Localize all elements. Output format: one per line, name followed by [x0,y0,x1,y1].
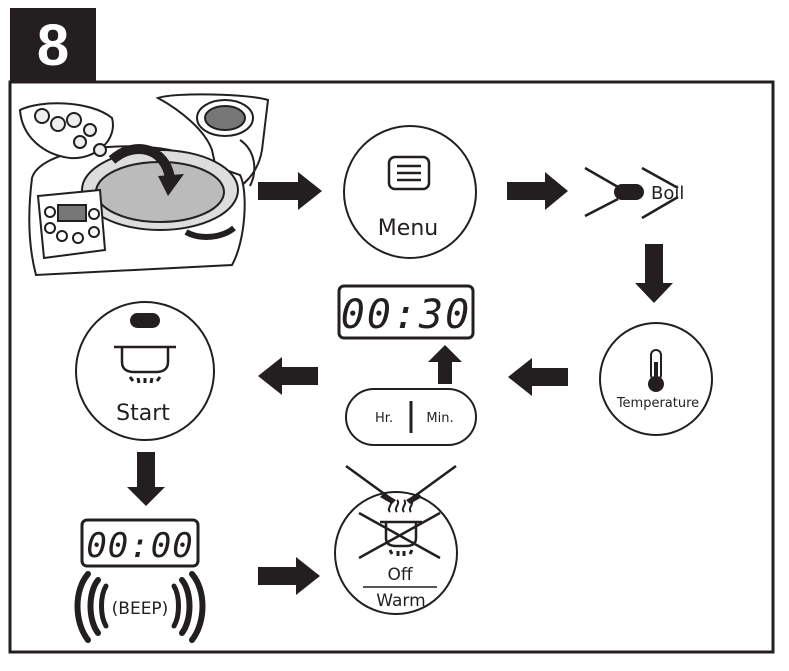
arrow-right-icon [258,172,322,210]
temperature-label: Temperature [616,396,699,411]
start-light-icon [130,313,160,328]
thermometer-icon [648,349,664,392]
timer-display-value: 00:30 [341,292,471,338]
arrow-up-icon [428,345,462,384]
off-warm-button: Off Warm [334,464,458,615]
arrow-left-icon [258,357,318,395]
start-label: Start [116,401,170,426]
arrow-right-icon [258,557,320,595]
warm-label: Warm [376,591,425,611]
minute-button-label: Min. [426,411,453,426]
hour-button-label: Hr. [375,411,393,426]
hour-minute-buttons: Hr. Min. [345,388,477,446]
arrow-left-icon [508,358,568,396]
off-label: Off [387,565,413,585]
pot-icon [114,345,176,384]
temperature-button: Temperature [599,322,713,436]
sound-waves-icon [74,571,206,643]
timer-display: 00:30 [337,284,475,340]
rice-cooker-illustration [18,93,270,277]
arrow-down-icon [635,244,673,303]
boil-indicator: Boil [584,166,684,220]
step-number-badge: 8 [10,8,96,82]
menu-button: Menu [343,125,477,259]
done-display-value: 00:00 [86,526,193,566]
start-button: Start [75,301,215,441]
steam-pot-icon [380,499,422,556]
boil-label: Boil [651,183,684,204]
beep-label: (BEEP) [112,599,169,619]
diagram-frame [8,80,775,654]
arrow-right-icon [507,172,568,210]
menu-list-icon [387,155,431,191]
done-display: 00:00 [80,518,200,568]
arrow-down-icon [127,452,165,506]
boil-light-icon [614,184,644,200]
beep-indicator: (BEEP) [74,571,206,643]
menu-label: Menu [378,216,438,241]
